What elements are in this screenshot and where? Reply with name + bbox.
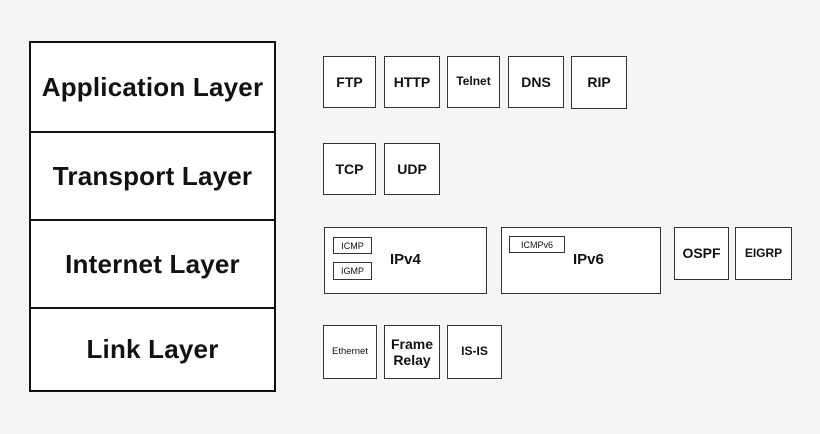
ipv4-label: IPv4 — [390, 251, 421, 268]
ospf-box: OSPF — [674, 227, 729, 280]
ipv6-label: IPv6 — [573, 251, 604, 268]
ipv6-container: ICMPv6 IPv6 — [501, 227, 661, 294]
ethernet-box: Ethernet — [323, 325, 377, 379]
layer-stack: Application Layer Transport Layer Intern… — [29, 41, 276, 392]
icmp-box: ICMP — [333, 237, 372, 254]
frame-relay-box: Frame Relay — [384, 325, 440, 379]
udp-box: UDP — [384, 143, 440, 195]
ipv4-container: ICMP IGMP IPv4 — [324, 227, 487, 294]
telnet-box: Telnet — [447, 56, 500, 108]
transport-layer: Transport Layer — [31, 131, 274, 219]
internet-layer: Internet Layer — [31, 219, 274, 307]
rip-box: RIP — [571, 56, 627, 109]
ftp-box: FTP — [323, 56, 376, 108]
application-layer: Application Layer — [41, 71, 264, 102]
icmpv6-box: ICMPv6 — [509, 236, 565, 253]
http-box: HTTP — [384, 56, 440, 108]
eigrp-box: EIGRP — [735, 227, 792, 280]
igmp-box: IGMP — [333, 262, 372, 280]
tcp-box: TCP — [323, 143, 376, 195]
dns-box: DNS — [508, 56, 564, 108]
link-layer: Link Layer — [31, 307, 274, 390]
isis-box: IS-IS — [447, 325, 502, 379]
